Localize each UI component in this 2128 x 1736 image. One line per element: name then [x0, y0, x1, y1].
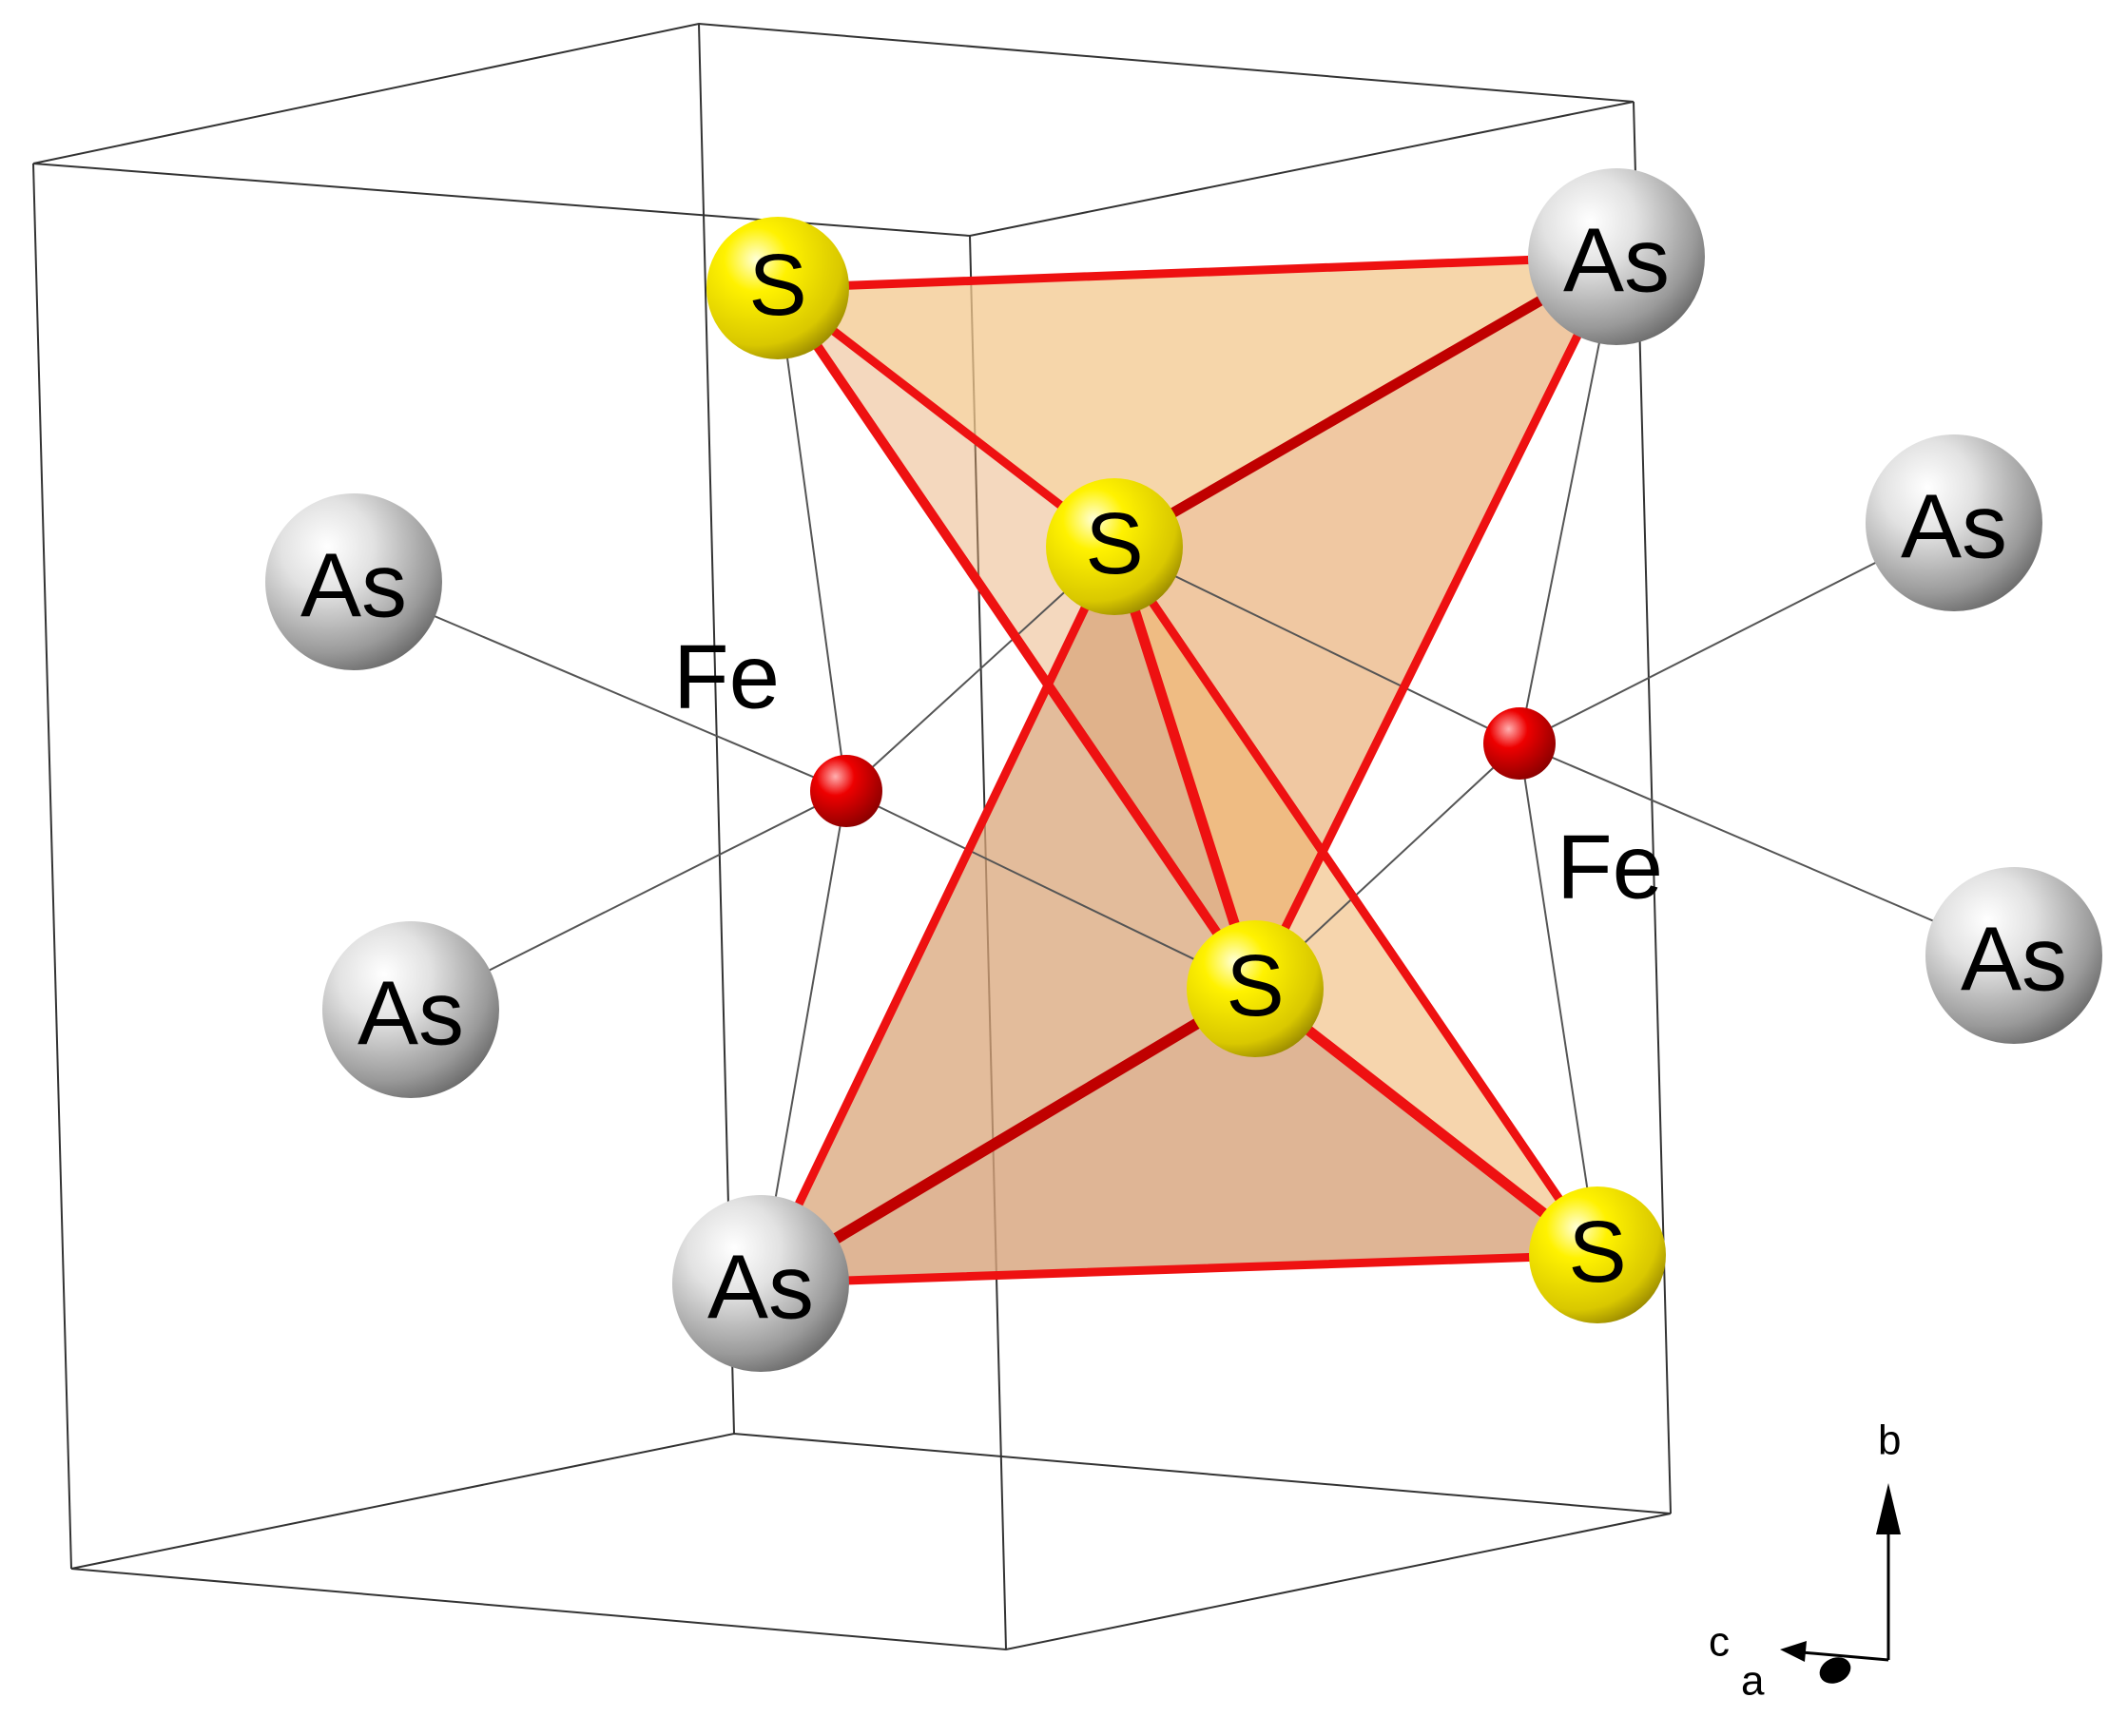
- fe-atom: [810, 755, 882, 827]
- cell-edge: [698, 23, 735, 1435]
- edge-as-s: [1109, 251, 1622, 552]
- s-atom-label: S: [1226, 937, 1284, 1034]
- fe-label: Fe: [673, 627, 780, 728]
- polyhedron-edges: [755, 251, 1622, 1289]
- edge-s-s: [1110, 542, 1602, 1260]
- polyhedron-face: [761, 547, 1255, 1283]
- fe-bond: [353, 581, 847, 792]
- as-atom: As: [672, 1195, 849, 1372]
- s-atom: S: [706, 217, 849, 359]
- as-atom: As: [265, 493, 442, 670]
- s-atom: S: [1529, 1186, 1666, 1323]
- b-axis-arrowhead: [1876, 1483, 1901, 1534]
- s-atom: S: [1046, 478, 1183, 615]
- edge-s-as: [756, 542, 1119, 1288]
- fe-atoms: [810, 707, 1556, 827]
- edge-s-s: [1109, 541, 1261, 994]
- as-atom: As: [1866, 434, 2042, 611]
- s-atom-label: S: [1568, 1204, 1626, 1301]
- fe-bond: [777, 287, 847, 792]
- cell-edge: [32, 163, 72, 1570]
- fe-bond: [845, 790, 1256, 990]
- c-axis-arrowhead: [1780, 1641, 1807, 1662]
- as-atom-label: As: [300, 535, 407, 637]
- edge-s-s: [1249, 983, 1603, 1261]
- as-atom-label: As: [1901, 476, 2007, 578]
- edge-as-s: [756, 1250, 1602, 1288]
- as-atom-label: As: [1961, 909, 2067, 1011]
- s-atom-label: S: [748, 237, 806, 334]
- edge-s-as: [755, 983, 1261, 1289]
- fe-bond: [1113, 546, 1520, 744]
- as-atom: As: [322, 921, 499, 1098]
- a-axis-label: a: [1741, 1658, 1765, 1705]
- as-atom-label: As: [707, 1237, 814, 1339]
- polyhedron-face: [778, 257, 1616, 547]
- s-atom-label: S: [1085, 495, 1143, 592]
- c-axis-line: [1801, 1650, 1889, 1662]
- fe-label: Fe: [1557, 817, 1663, 918]
- b-axis-label: b: [1878, 1418, 1901, 1464]
- fe-bond: [1519, 743, 2015, 956]
- as-atom: As: [1925, 867, 2102, 1044]
- cell-back-face: [32, 22, 1635, 238]
- edge-s-s: [773, 283, 1260, 993]
- fe-bond: [1519, 743, 1598, 1256]
- as-atom-label: As: [1563, 210, 1670, 312]
- fe-atom: [1483, 707, 1556, 780]
- edge-s-as: [773, 252, 1621, 293]
- cell-bottom-face: [70, 1432, 1672, 1651]
- s-atom: S: [1187, 920, 1324, 1057]
- edge-as-s: [1250, 252, 1621, 993]
- c-axis-label: c: [1709, 1619, 1730, 1666]
- polyhedron-face: [761, 989, 1597, 1283]
- as-atoms: As As As As As As: [265, 168, 2102, 1372]
- as-atom: As: [1528, 168, 1705, 345]
- axis-indicator: b c a: [1709, 1418, 1901, 1705]
- as-atom-label: As: [358, 963, 464, 1065]
- s-atoms: S S S S: [706, 217, 1666, 1323]
- a-axis-dot: [1819, 1657, 1851, 1684]
